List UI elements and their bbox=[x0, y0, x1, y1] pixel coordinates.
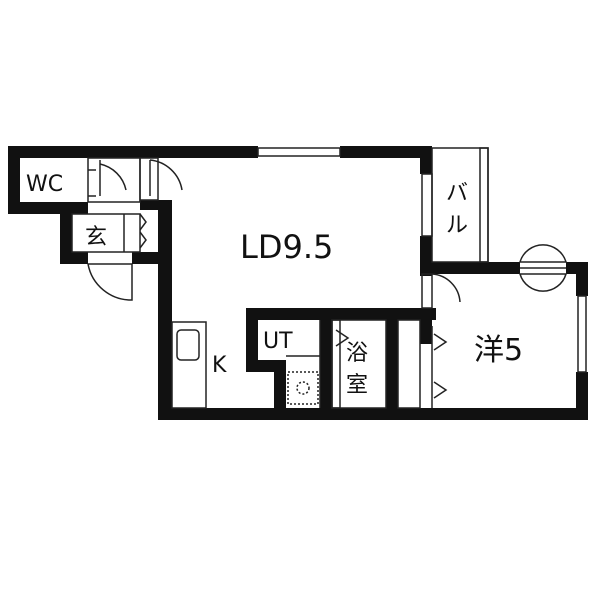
wall-top-right bbox=[340, 146, 432, 158]
wall-western-top-left bbox=[420, 262, 520, 274]
wall-bottom bbox=[158, 408, 588, 420]
kitchen-counter bbox=[171, 321, 207, 409]
wall-closet-right bbox=[420, 320, 432, 344]
label-entrance: 玄 bbox=[85, 225, 107, 250]
wall-ut-left-lower bbox=[274, 360, 286, 420]
window-western bbox=[577, 295, 587, 373]
label-bath-bottom: 室 bbox=[346, 373, 368, 398]
western-door-frame bbox=[421, 273, 433, 309]
thin-lines bbox=[71, 147, 587, 409]
wall-ldk-right-upper bbox=[420, 146, 432, 174]
wall-wc-bottom bbox=[8, 202, 88, 214]
western-balcony-door-top bbox=[518, 244, 568, 263]
wall-ldk-left bbox=[158, 252, 172, 420]
label-ldk: LD9.5 bbox=[240, 228, 333, 266]
exterior-walls bbox=[8, 146, 588, 420]
bath-door-frame bbox=[331, 319, 341, 409]
label-balcony-top: バ bbox=[446, 181, 468, 206]
washer-pan bbox=[287, 371, 319, 405]
wall-ut-left bbox=[246, 308, 258, 372]
wall-entrance-left bbox=[60, 202, 72, 264]
washer-drain bbox=[296, 381, 310, 395]
wall-western-right-lower bbox=[576, 372, 588, 420]
wall-entrance-divider bbox=[140, 200, 172, 210]
label-kitchen: K bbox=[212, 353, 227, 378]
closet-hinge-1 bbox=[433, 333, 448, 351]
entrance-shoebox bbox=[139, 213, 147, 249]
wall-bath-right bbox=[386, 320, 398, 420]
wall-wc-left bbox=[8, 146, 20, 214]
wall-entrance-bottom bbox=[60, 252, 88, 264]
balcony-door-frame bbox=[421, 173, 433, 237]
wall-western-right-upper bbox=[576, 262, 588, 296]
ld-door-frame bbox=[139, 157, 159, 201]
label-balcony-bottom: ル bbox=[446, 213, 468, 238]
window-ld bbox=[257, 147, 341, 157]
wall-bath-left bbox=[320, 320, 332, 420]
closet-front bbox=[397, 319, 421, 409]
entrance-door-swing bbox=[87, 263, 133, 301]
balcony-rail bbox=[479, 147, 489, 263]
wc-door-swing bbox=[99, 163, 127, 191]
bathroom bbox=[331, 319, 387, 409]
ld-door-swing bbox=[149, 159, 183, 191]
label-utility: UT bbox=[263, 329, 293, 354]
label-bath-top: 浴 bbox=[346, 341, 368, 366]
wall-ut-top bbox=[246, 308, 436, 320]
label-western-room: 洋5 bbox=[474, 333, 523, 368]
kitchen-sink bbox=[176, 329, 200, 361]
label-wc: WC bbox=[26, 172, 63, 197]
wall-ut-notch bbox=[246, 360, 276, 372]
western-balcony-door-bottom bbox=[518, 273, 568, 292]
bath-door-hinge bbox=[335, 329, 350, 347]
closet-hinge-2 bbox=[433, 381, 448, 399]
wall-ldk-left-upper bbox=[158, 200, 172, 264]
western-door-swing bbox=[431, 273, 461, 303]
wall-top-left bbox=[8, 146, 258, 158]
